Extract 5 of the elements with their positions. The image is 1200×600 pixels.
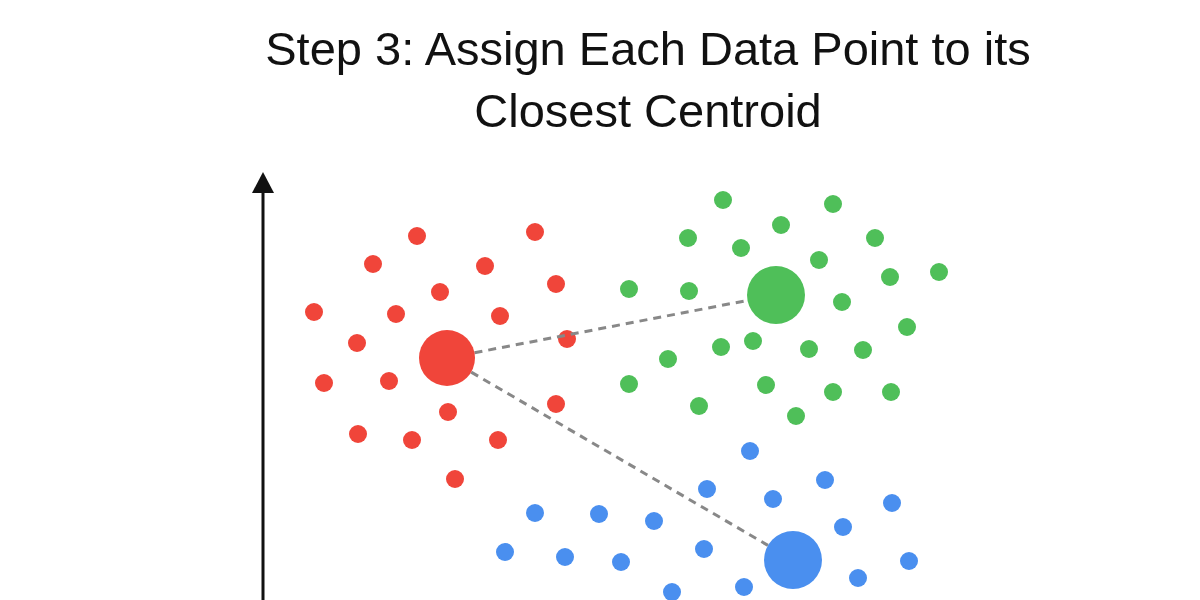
centroid-circle (419, 330, 475, 386)
centroid-circle (747, 266, 805, 324)
title: Step 3: Assign Each Data Point to its Closest Centroid (264, 21, 1032, 139)
dashed-line (470, 370, 769, 547)
centroid-circle (764, 531, 822, 589)
